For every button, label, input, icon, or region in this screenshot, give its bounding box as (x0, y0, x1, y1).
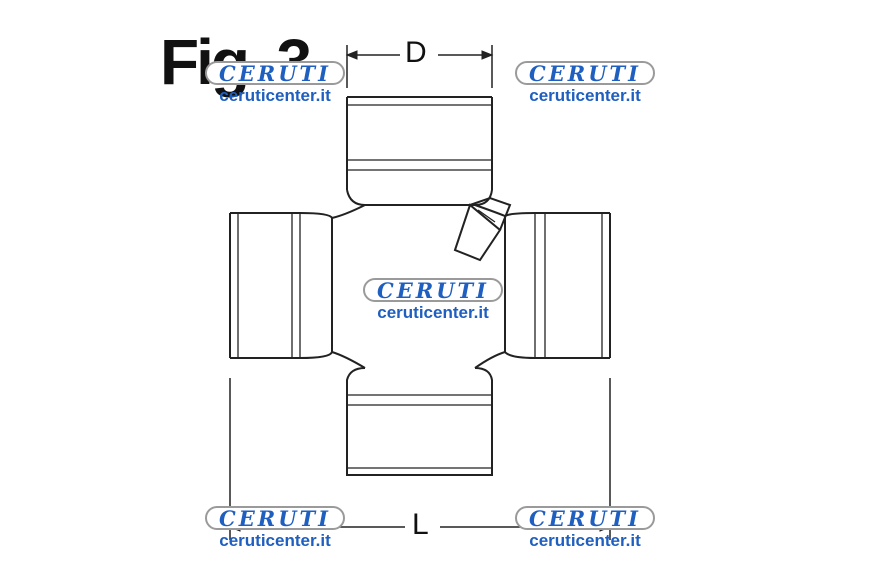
bottom-bearing-cap (346, 367, 493, 476)
dimension-d-label: D (405, 36, 427, 69)
grease-fitting (453, 196, 512, 262)
watermark-top-right: CERUTI ceruticenter.it (510, 61, 660, 104)
watermark-logo: CERUTI (377, 277, 489, 303)
watermark-logo-badge: CERUTI (205, 61, 345, 85)
cross-body (331, 204, 506, 369)
dimension-l-label: L (412, 508, 429, 541)
left-bearing-cap (229, 212, 333, 359)
watermark-logo-badge: CERUTI (515, 506, 655, 530)
watermark-logo: CERUTI (219, 60, 331, 86)
watermark-logo-badge: CERUTI (205, 506, 345, 530)
top-bearing-cap (346, 96, 493, 206)
watermark-url: ceruticenter.it (219, 531, 331, 550)
watermark-top-left: CERUTI ceruticenter.it (200, 61, 350, 104)
watermark-url: ceruticenter.it (377, 303, 489, 322)
watermark-bottom-right: CERUTI ceruticenter.it (510, 506, 660, 549)
watermark-url: ceruticenter.it (219, 86, 331, 105)
right-bearing-cap (504, 212, 611, 359)
watermark-logo-badge: CERUTI (363, 278, 503, 302)
watermark-logo: CERUTI (219, 505, 331, 531)
watermark-center: CERUTI ceruticenter.it (358, 278, 508, 321)
watermark-url: ceruticenter.it (529, 86, 641, 105)
watermark-logo: CERUTI (529, 60, 641, 86)
dimension-d-line (345, 45, 494, 88)
watermark-url: ceruticenter.it (529, 531, 641, 550)
watermark-bottom-left: CERUTI ceruticenter.it (200, 506, 350, 549)
watermark-logo: CERUTI (529, 505, 641, 531)
watermark-logo-badge: CERUTI (515, 61, 655, 85)
